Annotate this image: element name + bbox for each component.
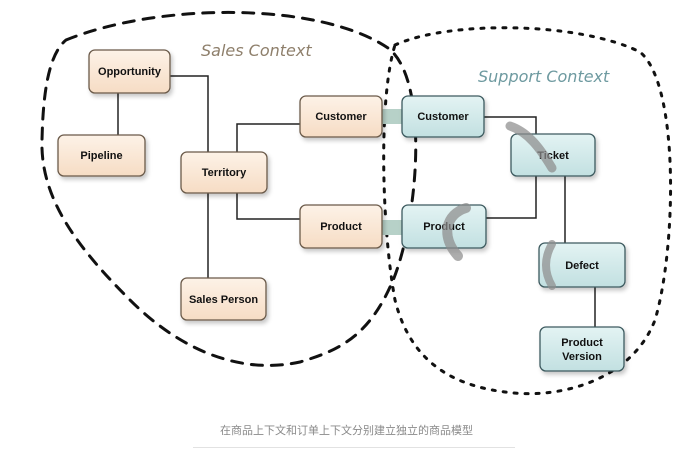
node-territory-label: Territory	[202, 167, 247, 179]
sales-context-boundary	[40, 10, 418, 367]
brush-strokes	[442, 121, 557, 290]
connector-customer-ticket	[484, 116, 537, 134]
node-pipeline[interactable]: Pipeline	[57, 134, 146, 177]
support-context-title: Support Context	[478, 67, 610, 86]
node-product-version-label-line2: Version	[562, 351, 602, 363]
node-product-version-label-line1: Product	[561, 337, 603, 349]
node-territory[interactable]: Territory	[180, 151, 268, 194]
node-pipeline-label: Pipeline	[80, 150, 122, 162]
figure-caption: 在商品上下文和订单上下文分别建立独立的商品模型	[220, 424, 473, 437]
connector-product-ticket	[486, 176, 537, 219]
node-product-version[interactable]: Product Version	[539, 326, 625, 372]
product-context-link	[382, 220, 406, 235]
node-sales-product-label: Product	[320, 221, 362, 233]
brush-stroke-product	[442, 203, 471, 261]
connector-opportunity-territory	[170, 75, 209, 152]
sales-context-title: Sales Context	[201, 41, 312, 60]
connector-lines	[117, 75, 596, 327]
node-sales-person[interactable]: Sales Person	[180, 277, 267, 321]
node-defect-label: Defect	[565, 260, 599, 272]
node-defect[interactable]: Defect	[538, 242, 626, 288]
node-support-customer[interactable]: Customer	[401, 95, 485, 138]
node-opportunity[interactable]: Opportunity	[88, 49, 171, 94]
node-sales-customer-label: Customer	[315, 111, 367, 123]
customer-context-link	[382, 109, 406, 124]
brush-stroke-customer-ticket	[505, 121, 557, 173]
node-sales-product[interactable]: Product	[299, 204, 383, 249]
node-opportunity-label: Opportunity	[98, 66, 162, 78]
node-sales-customer[interactable]: Customer	[299, 95, 383, 138]
connector-territory-product	[236, 193, 300, 220]
node-sales-person-label: Sales Person	[189, 294, 258, 306]
caption-divider	[193, 447, 515, 448]
node-support-customer-label: Customer	[417, 111, 469, 123]
brush-stroke-defect	[542, 240, 556, 290]
connector-territory-customer	[236, 123, 300, 152]
